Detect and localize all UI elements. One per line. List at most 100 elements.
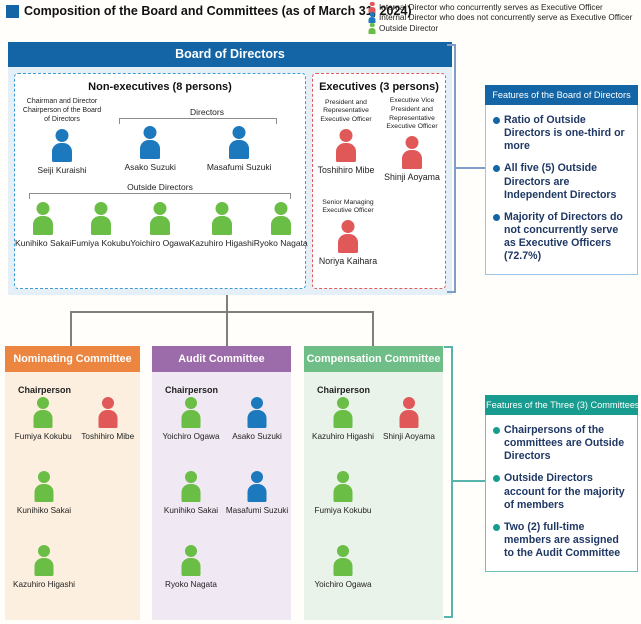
committee-member-row: Ryoko Nagata — [152, 545, 291, 589]
person-cell: Kazuhiro Higashi — [310, 397, 376, 441]
person-name: Noriya Kaihara — [318, 256, 378, 267]
bullet-dot-icon — [493, 523, 500, 531]
person-cell: Yoichiro Ogawa — [310, 545, 376, 589]
executives-title: Executives (3 persons) — [319, 81, 439, 93]
feature-bullet: Outside Directors account for the majori… — [493, 472, 631, 511]
committee-header: Nominating Committee — [5, 346, 140, 372]
person-name: Kazuhiro Higashi — [312, 432, 374, 441]
person-name: Yoichiro Ogawa — [130, 238, 190, 249]
bullet-dot-icon — [493, 213, 500, 221]
red-person-icon — [334, 129, 358, 162]
person-cell: Asako Suzuki — [224, 397, 290, 441]
green-person-icon — [32, 397, 54, 428]
green-person-icon — [33, 471, 55, 502]
person-name: Kazuhiro Higashi — [189, 238, 254, 249]
person-cell: Kunihiko Sakai — [15, 202, 71, 248]
person-name: Seiji Kuraishi — [37, 165, 87, 176]
red-person-icon — [398, 397, 420, 428]
legend-item: Internal Director who does not concurren… — [368, 13, 632, 24]
chairman-role-label: Chairman and Director Chairperson of the… — [22, 98, 102, 124]
blue-person-icon — [246, 397, 268, 428]
chairperson-label: Chairperson — [165, 385, 219, 395]
executive-role-label: Executive Vice President and Representat… — [386, 97, 438, 131]
board-of-directors-box: Board of Directors Non-executives (8 per… — [8, 42, 452, 295]
blue-person-icon — [227, 126, 251, 159]
committee-features-connector — [453, 480, 485, 482]
connector-horizontal — [70, 311, 374, 313]
person-name: Shinji Aoyama — [384, 172, 440, 183]
feature-bullet: All five (5) Outside Directors are Indep… — [493, 162, 631, 201]
person-name: Yoichiro Ogawa — [314, 580, 372, 589]
directors-label: Directors — [189, 107, 224, 117]
connector-drop-nominating — [70, 311, 72, 346]
feature-bullet: Ratio of Outside Directors is one-third … — [493, 114, 631, 153]
person-icon — [50, 129, 74, 162]
feature-bullet-text: Chairpersons of the committees are Outsi… — [504, 424, 625, 463]
legend-item: Internal Director who concurrently serve… — [368, 2, 632, 13]
non-executives-title: Non-executives (8 persons) — [88, 81, 232, 93]
person-name: Fumiya Kokubu — [314, 506, 372, 515]
green-person-icon — [210, 202, 234, 235]
committee-member-row: Fumiya Kokubu Toshihiro Mibe — [5, 397, 140, 441]
person-name: Ryoko Nagata — [253, 238, 308, 249]
person-name: Fumiya Kokubu — [71, 238, 131, 249]
directors-row: Asako Suzuki Masafumi Suzuki — [109, 126, 305, 172]
board-of-directors-header: Board of Directors — [8, 42, 452, 67]
person-cell: Kunihiko Sakai — [158, 471, 224, 515]
person-name: Masafumi Suzuki — [206, 162, 272, 172]
board-features-header: Features of the Board of Directors — [485, 85, 638, 105]
page-title: Composition of the Board and Committees … — [6, 4, 412, 18]
committee-member-row: Fumiya Kokubu — [304, 471, 443, 515]
green-person-icon — [148, 202, 172, 235]
person-cell: Kunihiko Sakai — [11, 471, 77, 515]
person-name: Asako Suzuki — [124, 162, 176, 172]
bullet-dot-icon — [493, 475, 500, 483]
green-person-icon — [33, 545, 55, 576]
person-cell: Fumiya Kokubu — [310, 471, 376, 515]
page-title-text: Composition of the Board and Committees … — [24, 4, 412, 18]
person-cell: Ryoko Nagata — [254, 202, 308, 248]
connector-drop-audit — [226, 311, 228, 346]
chairperson-label: Chairperson — [317, 385, 371, 395]
board-features-panel: Features of the Board of Directors Ratio… — [485, 85, 638, 276]
green-person-icon — [332, 471, 354, 502]
executive-cell: President and Representative Executive O… — [315, 97, 377, 182]
executive-role-label: President and Representative Executive O… — [320, 98, 372, 124]
board-features-body: Ratio of Outside Directors is one-third … — [485, 105, 638, 276]
green-person-icon — [31, 202, 55, 235]
green-person-icon — [332, 545, 354, 576]
red-person-icon — [400, 136, 424, 169]
feature-bullet-text: Majority of Directors do not concurrentl… — [504, 210, 623, 263]
person-name: Fumiya Kokubu — [14, 432, 72, 441]
title-square-icon — [6, 4, 19, 18]
executives-box: Executives (3 persons) President and Rep… — [312, 73, 446, 289]
executive-cell: Executive Vice President and Representat… — [381, 97, 443, 182]
person-cell: Toshihiro Mibe — [76, 397, 141, 441]
green-person-icon — [180, 545, 202, 576]
red-person-icon — [336, 220, 360, 253]
feature-bullet-text: Ratio of Outside Directors is one-third … — [504, 114, 625, 153]
red-person-icon — [368, 2, 376, 13]
feature-bullet: Chairpersons of the committees are Outsi… — [493, 424, 631, 463]
board-features-connector — [456, 167, 485, 169]
board-of-directors-body: Non-executives (8 persons) Chairman and … — [8, 67, 452, 295]
executives-row-1: President and Representative Executive O… — [313, 97, 445, 182]
person-name: Toshihiro Mibe — [81, 432, 135, 441]
connector-board-down — [226, 295, 228, 312]
person-name: Kunihiko Sakai — [15, 238, 72, 249]
person-cell: Fumiya Kokubu — [71, 202, 130, 248]
person-cell: Shinji Aoyama — [376, 397, 442, 441]
legend-label: Internal Director who does not concurren… — [379, 13, 633, 23]
green-person-icon — [180, 471, 202, 502]
bullet-dot-icon — [493, 117, 500, 124]
person-name: Kunihiko Sakai — [163, 506, 219, 515]
committee-member-row: Kazuhiro Higashi — [5, 545, 140, 589]
